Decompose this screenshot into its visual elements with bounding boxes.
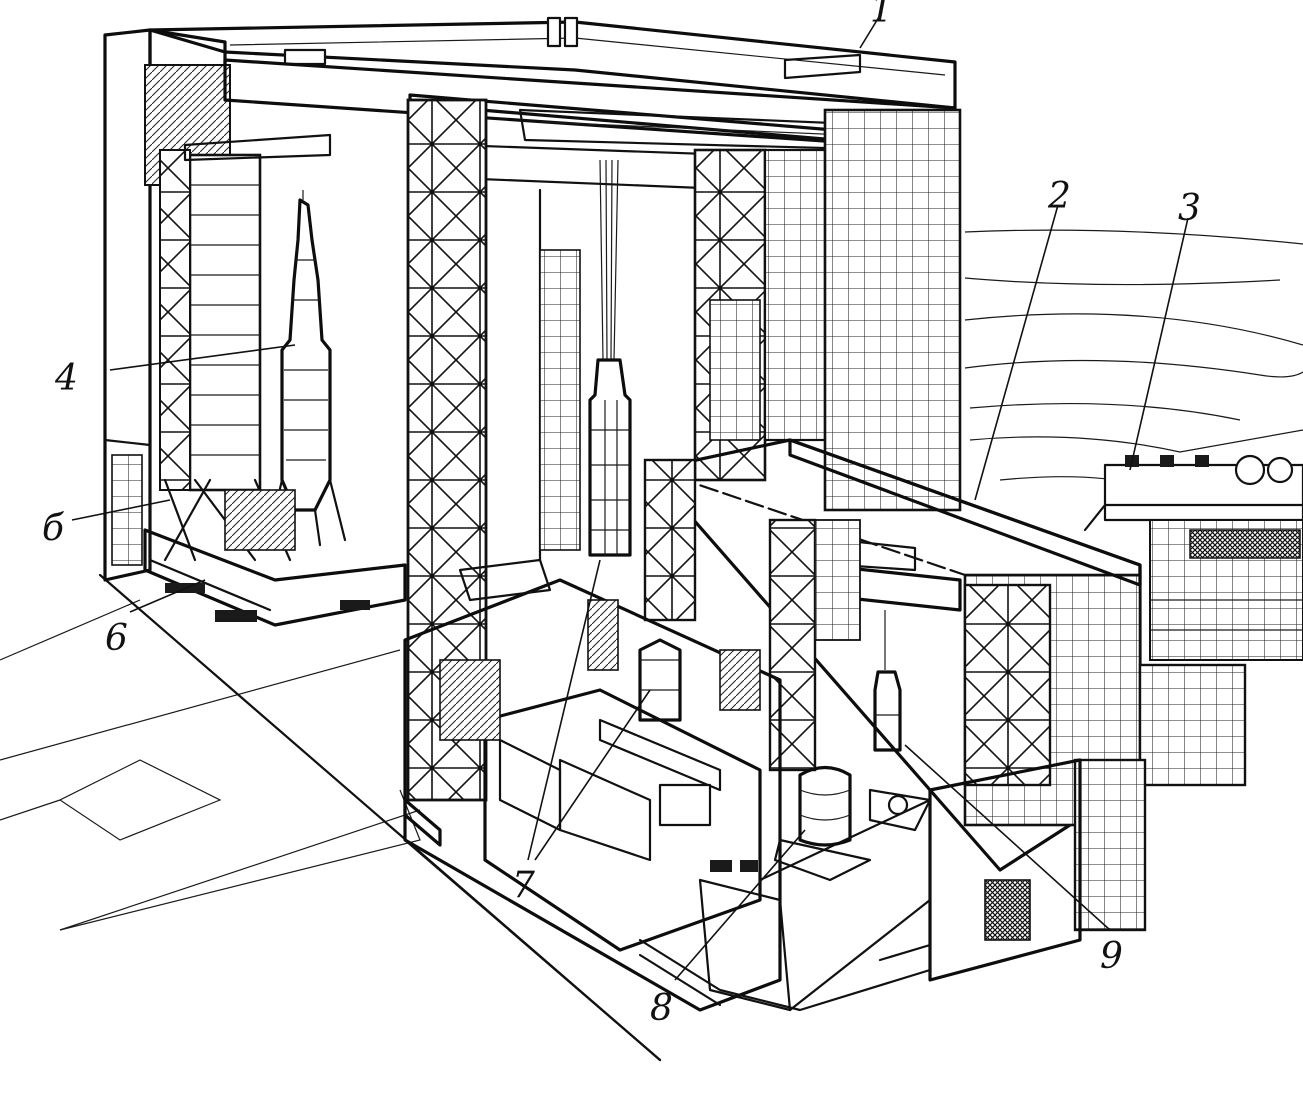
hanging-spacecraft <box>588 159 632 557</box>
ground-lines <box>0 573 662 1062</box>
stage-work-stand <box>773 765 932 882</box>
base-slab <box>403 798 932 1012</box>
label-8: 8 <box>650 988 673 1029</box>
label-6: 6 <box>105 618 128 659</box>
low-bay-building <box>648 438 1247 982</box>
low-bay-trusses <box>643 458 861 772</box>
label-1: 1 <box>870 0 893 31</box>
label-3: 3 <box>1178 188 1201 229</box>
callout-labels: 1 2 3 4 б 6 7 8 9 <box>42 0 1201 1029</box>
label-9: 9 <box>1100 936 1123 977</box>
mobile-launcher-platform <box>143 489 407 627</box>
leader-lines <box>71 11 1189 981</box>
launch-umbilical-tower <box>159 133 332 562</box>
label-2: 2 <box>1047 176 1071 217</box>
label-7: 7 <box>512 865 535 906</box>
central-gantry <box>406 98 962 802</box>
ship-structure <box>1083 454 1303 661</box>
label-4: 4 <box>54 358 78 399</box>
label-5: б <box>42 508 65 549</box>
checkout-cells <box>403 558 932 1012</box>
background-landscape <box>964 229 1303 491</box>
